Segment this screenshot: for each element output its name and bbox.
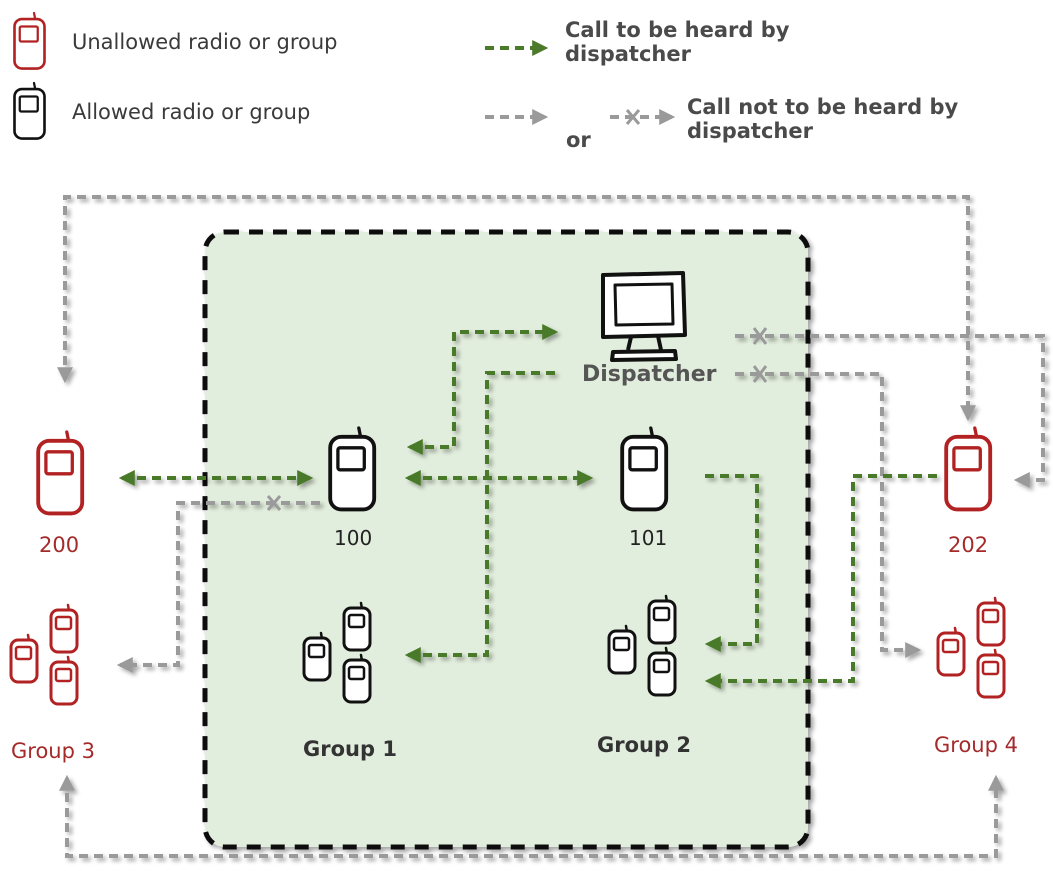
call-dispatcher-202 [735,334,1045,488]
group-3-icon [11,605,77,704]
blocked-mark-dispatcher-202 [752,327,768,345]
call-101-group2 [704,474,759,652]
radio-100-label: 100 [334,526,373,550]
group-2-label: Group 2 [597,733,691,757]
legend-or-label: or [566,128,591,152]
not-heard-connections [57,195,1045,858]
legend-unallowed-radio-icon [13,11,46,70]
radio-202-icon [944,426,993,512]
legend-unallowed-label: Unallowed radio or group [72,30,338,54]
dispatcher-monitor-icon [601,271,687,362]
radio-200-icon [36,430,85,516]
legend-allowed-radio-icon [13,81,46,140]
radio-202-label: 202 [948,533,989,557]
group-1-label: Group 1 [303,737,397,761]
call-dispatcher-group4 [735,372,922,658]
radio-101-icon [620,426,669,512]
heard-connections [118,324,937,689]
call-group3-group4 [59,774,1004,858]
legend-heard-label: Call to be heard by dispatcher [565,18,790,66]
group-4-label: Group 4 [934,733,1018,757]
radio-101-label: 101 [629,526,668,550]
allowed-zone [202,229,811,850]
group-3-label: Group 3 [11,739,95,763]
legend-not-heard-label: Call not to be heard by dispatcher [687,95,959,143]
blocked-mark-100-group3 [266,495,282,511]
radio-100-icon [328,426,377,512]
call-dispatcher-group1 [404,371,555,663]
legend-blocked-arrow-icon [610,109,676,125]
radio-200-label: 200 [39,533,80,557]
call-100-group3 [116,501,320,673]
group-4-icon [938,598,1004,697]
blocked-mark-dispatcher-group4 [752,365,768,383]
call-200-202 [57,195,976,422]
call-202-group2 [704,474,937,689]
call-100-dispatcher [406,324,559,455]
legend-allowed-label: Allowed radio or group [72,100,311,124]
dispatcher-label: Dispatcher [582,362,717,387]
